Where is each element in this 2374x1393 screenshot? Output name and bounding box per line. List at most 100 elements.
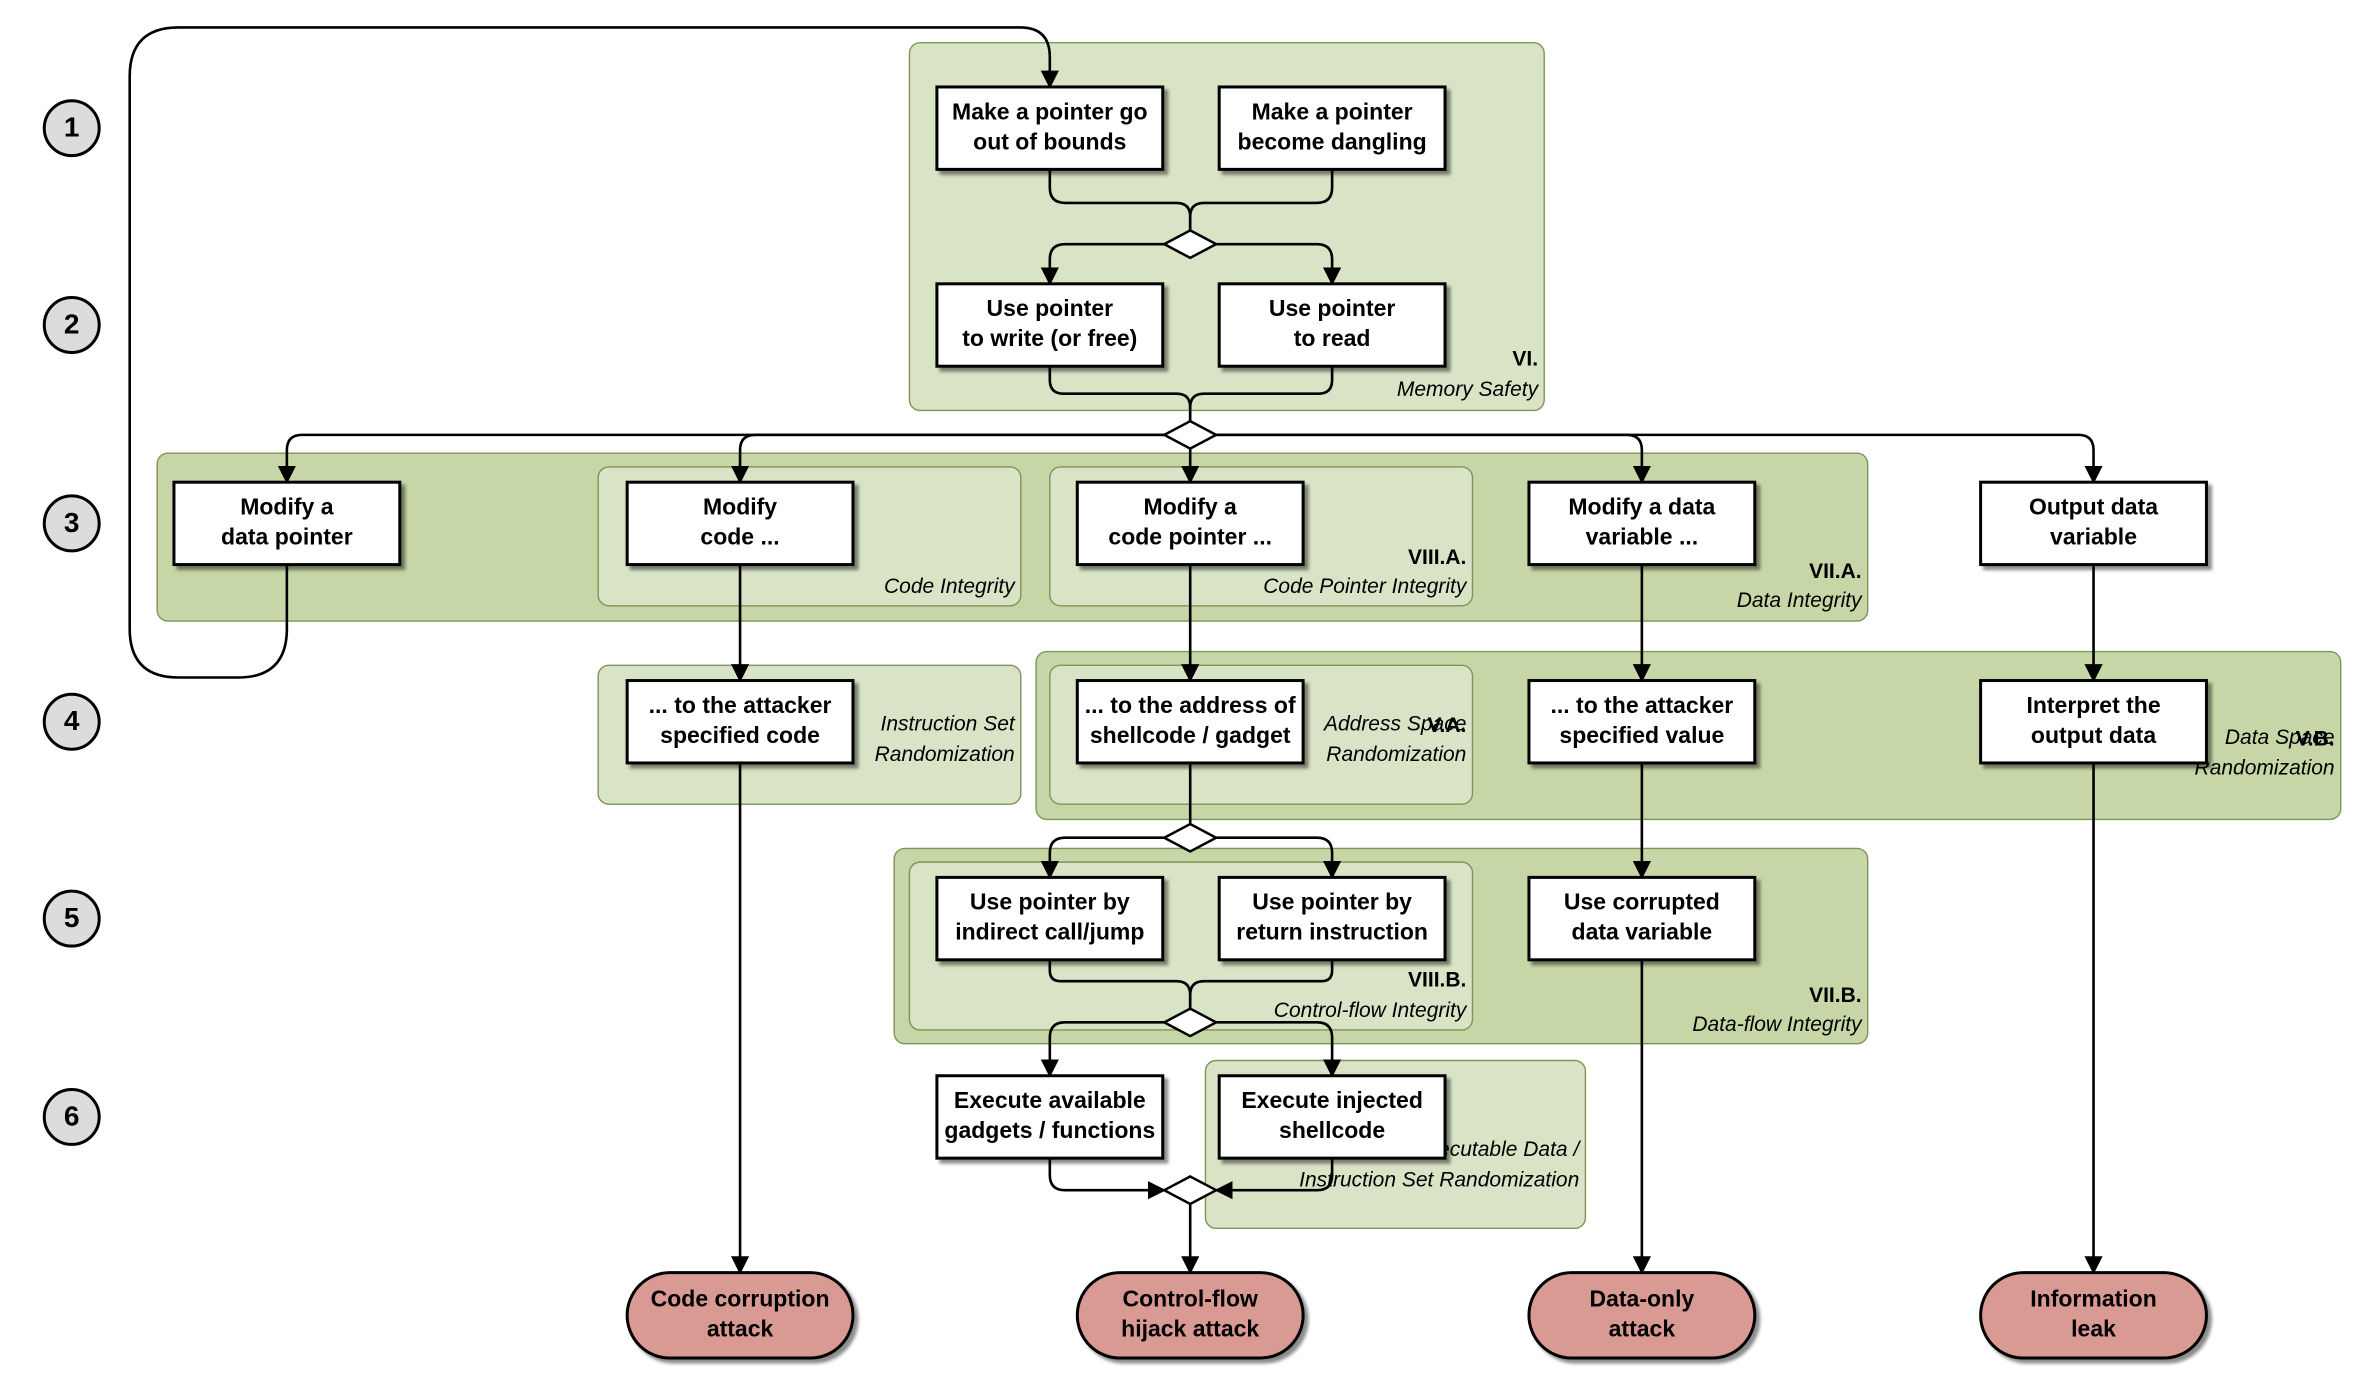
step-circle: [42, 296, 101, 354]
decision-diamond: [1161, 228, 1219, 260]
box-modify-code-label: code ...: [700, 523, 779, 549]
box-pointer-dangling-frame: [1217, 85, 1447, 171]
step-marker-6: 6: [42, 1087, 101, 1146]
step-circle: [42, 494, 101, 553]
flow-edge: [1216, 836, 1342, 880]
box-shellcode-address-label: ... to the address of: [1085, 692, 1296, 718]
flow-edge: [1048, 366, 1192, 422]
outcome-code-corruption-label: Code corruption: [651, 1285, 830, 1311]
region-name-label: Data-flow Integrity: [1692, 1013, 1863, 1036]
box-indirect-call-label: Use pointer by: [970, 889, 1130, 915]
box-attacker-code-label: ... to the attacker: [649, 692, 832, 718]
region-code-label: VIII.A.: [1408, 546, 1466, 569]
region-name-label: Randomization: [2195, 757, 2335, 780]
outcome-control-flow-hijack-frame: [1075, 1271, 1305, 1360]
region-name-label: Code Pointer Integrity: [1263, 575, 1468, 598]
outcome-data-only-label: attack: [1609, 1315, 1676, 1341]
edges-layer: [128, 26, 2103, 1275]
box-return-instruction: Use pointer by return instruction: [1217, 875, 1447, 962]
step-marker-4: 4: [42, 692, 101, 751]
step-number: 6: [64, 1100, 80, 1131]
flow-edge: [1188, 959, 1334, 1009]
box-attacker-value-frame: [1527, 679, 1757, 765]
step-marker-3: 3: [42, 494, 101, 553]
decision-diamond: [1161, 1007, 1219, 1038]
box-pointer-dangling: Make a pointer become dangling: [1217, 85, 1447, 171]
box-shellcode-address: ... to the address of shellcode / gadget: [1075, 679, 1305, 765]
box-pointer-dangling-label: Make a pointer: [1252, 98, 1413, 124]
region-code-label: VIII.B.: [1408, 969, 1466, 992]
box-execute-gadgets-label: Execute available: [954, 1087, 1146, 1113]
outcome-data-only-frame: [1527, 1271, 1757, 1360]
box-corrupted-data-label: Use corrupted: [1564, 889, 1720, 915]
box-attacker-value-label: ... to the attacker: [1550, 692, 1733, 718]
region-name-label: Randomization: [875, 743, 1015, 766]
box-indirect-call-label: indirect call/jump: [955, 919, 1144, 945]
box-corrupted-data-label: data variable: [1572, 919, 1713, 945]
region-code-label: V.A.: [1427, 714, 1466, 737]
box-output-data-variable-frame: [1979, 480, 2208, 567]
region-name-label: Address Space: [1322, 712, 1466, 735]
box-pointer-write-frame: [935, 282, 1165, 368]
flow-edge: [1216, 1021, 1342, 1078]
decision-diamond: [1161, 1175, 1219, 1206]
flow-edge: [1216, 242, 1342, 286]
decision-diamond: [1161, 419, 1219, 451]
flow-edge: [730, 433, 1165, 485]
region-name-label: Data Space: [2225, 726, 2335, 749]
step-marker-5: 5: [42, 889, 101, 948]
box-execute-gadgets-frame: [935, 1074, 1165, 1160]
outcome-control-flow-hijack-label: hijack attack: [1121, 1315, 1259, 1341]
box-modify-data-variable-label: Modify a data: [1568, 493, 1715, 519]
box-return-instruction-label: Use pointer by: [1252, 889, 1412, 915]
decision-diamond: [1161, 822, 1219, 853]
box-output-data-variable-label: variable: [2050, 523, 2137, 549]
step-number: 3: [64, 507, 80, 538]
region-code-label: VII.A.: [1809, 560, 1862, 583]
box-output-data-variable-label: Output data: [2029, 493, 2158, 519]
box-attacker-code-label: specified code: [660, 722, 820, 748]
outcome-code-corruption-frame: [625, 1271, 855, 1360]
box-execute-shellcode-label: Execute injected: [1241, 1087, 1423, 1113]
flow-edge: [1214, 1158, 1334, 1200]
flow-edge: [1040, 242, 1165, 286]
box-modify-data-pointer-label: Modify a: [240, 493, 333, 519]
flow-edge: [1216, 433, 2103, 485]
outcome-data-only: Data-only attack: [1527, 1271, 1757, 1360]
box-interpret-output-frame: [1979, 679, 2208, 765]
box-pointer-out-of-bounds-label: out of bounds: [973, 128, 1126, 154]
box-shellcode-address-frame: [1075, 679, 1305, 765]
box-corrupted-data: Use corrupted data variable: [1527, 875, 1757, 962]
box-pointer-dangling-label: become dangling: [1238, 128, 1427, 154]
region-code-label: VI.: [1512, 348, 1538, 371]
box-return-instruction-label: return instruction: [1236, 919, 1428, 945]
box-modify-code-label: Modify: [703, 493, 777, 519]
outcome-data-only-label: Data-only: [1589, 1285, 1694, 1311]
region-name-label: Data Integrity: [1737, 589, 1863, 612]
box-shellcode-address-label: shellcode / gadget: [1090, 722, 1291, 748]
box-output-data-variable: Output data variable: [1979, 480, 2208, 567]
box-modify-data-variable-label: variable ...: [1586, 523, 1699, 549]
box-modify-code-pointer-label: Modify a: [1144, 493, 1237, 519]
flow-edge: [277, 433, 1165, 485]
region-code-label: V.B.: [2296, 728, 2335, 751]
box-execute-gadgets-label: gadgets / functions: [944, 1117, 1155, 1143]
step-circle: [42, 692, 101, 751]
region-name-label: Code Integrity: [884, 575, 1016, 598]
box-modify-data-pointer-frame: [172, 480, 402, 567]
box-modify-code-pointer-frame: [1075, 480, 1305, 567]
box-pointer-out-of-bounds-frame: [935, 85, 1165, 171]
flow-edge: [1048, 959, 1192, 1009]
box-indirect-call: Use pointer by indirect call/jump: [935, 875, 1165, 962]
box-pointer-write-label: Use pointer: [987, 295, 1114, 321]
box-return-instruction-frame: [1217, 875, 1447, 962]
outcome-code-corruption-label: attack: [707, 1315, 774, 1341]
